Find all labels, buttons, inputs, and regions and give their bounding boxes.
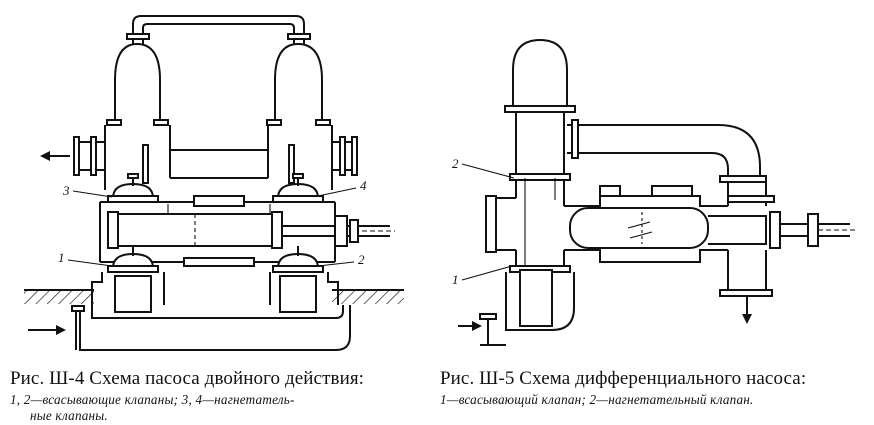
callouts-fig-3-4: 3 4 1 2	[58, 178, 367, 267]
suction-valve-chamber	[480, 270, 574, 345]
callouts-fig-3-5: 2 1	[452, 156, 514, 287]
callout-4: 4	[360, 178, 367, 193]
right-air-chamber	[267, 44, 330, 125]
lower-chamber	[720, 250, 772, 324]
double-acting-pump-diagram: 3 4 1 2	[24, 16, 404, 350]
caption-line-fig-3-4-b: ные клапаны.	[30, 408, 108, 423]
piston-rod	[708, 212, 856, 248]
callout-1: 1	[58, 250, 65, 265]
differential-pump-diagram: 2 1	[452, 40, 856, 345]
callout-3: 3	[62, 183, 70, 198]
discharge-valve-3	[108, 174, 158, 202]
suction-chambers	[92, 272, 338, 312]
foundation	[24, 290, 404, 304]
caption-line-fig-3-4-a: 1, 2—всасывающие клапаны; 3, 4—нагнетате…	[10, 392, 295, 407]
callout-2: 2	[358, 252, 365, 267]
suction-valve-2	[273, 246, 323, 272]
inflow-arrow-icon	[458, 321, 482, 331]
outflow-arrow-icon	[40, 151, 70, 161]
caption-title-fig-3-5: Рис. Ш-5 Схема дифференциального насоса:	[440, 368, 807, 389]
piston-rod	[282, 216, 395, 246]
discharge-elbow	[567, 120, 766, 182]
callout-2: 2	[452, 156, 459, 171]
cylinder	[564, 182, 774, 262]
callout-1: 1	[452, 272, 459, 287]
inflow-arrow-icon	[28, 325, 66, 335]
discharge-valve-4	[273, 174, 323, 202]
caption-title-fig-3-4: Рис. Ш-4 Схема пасоса двойного действия:	[10, 368, 365, 389]
suction-pipe	[72, 305, 350, 350]
pump-body	[486, 112, 570, 272]
cylinder	[108, 212, 282, 248]
caption-line-fig-3-5-a: 1—всасывающий клапан; 2—нагнетательный к…	[440, 392, 754, 407]
top-connecting-pipe	[127, 16, 310, 44]
air-chamber	[505, 40, 575, 112]
discharge-manifold	[74, 125, 357, 190]
left-air-chamber	[107, 44, 168, 125]
suction-valve-1	[108, 246, 158, 272]
